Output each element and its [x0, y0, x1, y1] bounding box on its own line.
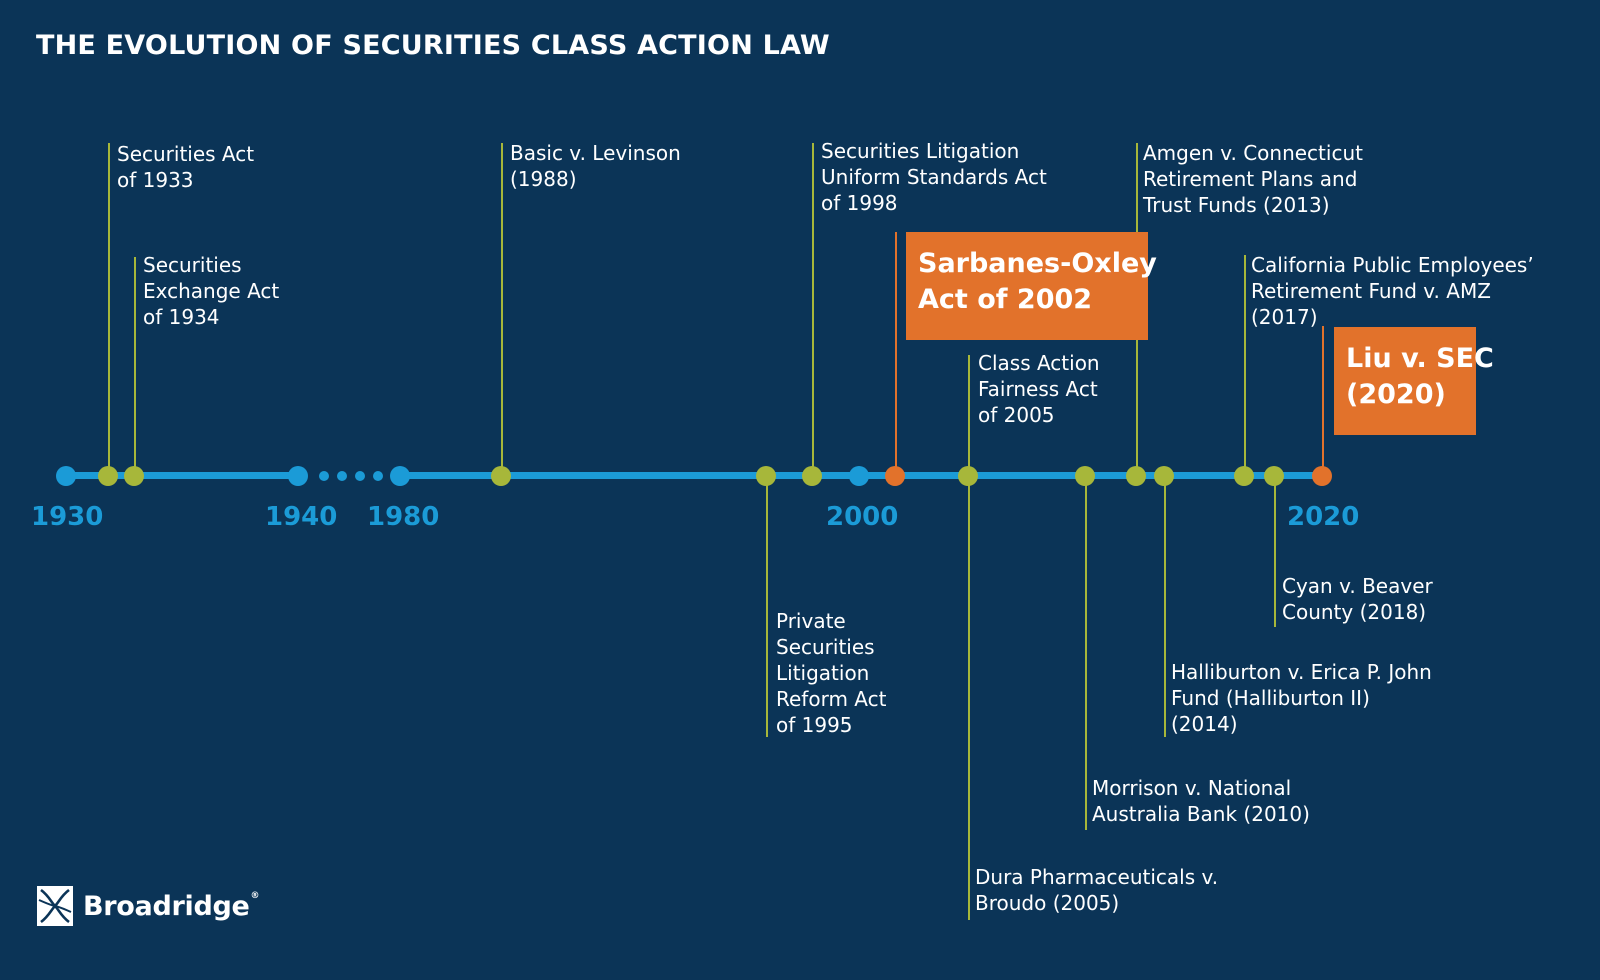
connector-1934 — [134, 257, 136, 475]
connector-1998 — [812, 143, 814, 475]
dot-2000 — [849, 466, 869, 486]
event-morrison-2010: Morrison v. National Australia Bank (201… — [1092, 776, 1310, 826]
connector-1988 — [501, 143, 503, 475]
gap-dot — [355, 471, 365, 481]
connector-2020 — [1322, 326, 1324, 475]
highlight-sarbanes-oxley: Sarbanes-Oxley Act of 2002 — [906, 232, 1157, 340]
dot-2020 — [1312, 466, 1332, 486]
dot-1934 — [124, 466, 144, 486]
gap-dot — [319, 471, 329, 481]
event-amgen-2013: Amgen v. Connecticut Retirement Plans an… — [1143, 141, 1363, 217]
event-securities-exchange-act-1934: Securities Exchange Act of 1934 — [143, 253, 280, 329]
event-cafa-2005: Class Action Fairness Act of 2005 — [978, 351, 1100, 427]
dot-2013 — [1126, 466, 1146, 486]
dot-2005 — [958, 466, 978, 486]
event-securities-act-1933: Securities Act of 1933 — [117, 142, 255, 192]
broadridge-wordmark: Broadridge® — [83, 890, 260, 922]
event-pslra-1995: Private Securities Litigation Reform Act… — [776, 609, 887, 737]
event-slusa-1998: Securities Litigation Uniform Standards … — [821, 139, 1047, 215]
dot-1988 — [491, 466, 511, 486]
connector-1995 — [766, 475, 768, 737]
page-title: THE EVOLUTION OF SECURITIES CLASS ACTION… — [36, 30, 830, 61]
year-label-1930: 1930 — [31, 502, 104, 532]
dot-2010 — [1075, 466, 1095, 486]
connector-2017 — [1244, 255, 1246, 475]
event-cyan-2018: Cyan v. Beaver County (2018) — [1282, 574, 1433, 624]
connector-cafa-2005 — [968, 355, 970, 475]
event-dura-2005: Dura Pharmaceuticals v. Broudo (2005) — [975, 865, 1219, 915]
dot-1995 — [756, 466, 776, 486]
year-label-2000: 2000 — [826, 502, 899, 532]
event-calpers-2017: California Public Employees’ Retirement … — [1251, 253, 1534, 329]
dot-2018 — [1264, 466, 1284, 486]
connector-2002 — [895, 232, 897, 475]
year-label-2020: 2020 — [1287, 502, 1360, 532]
year-label-1980: 1980 — [367, 502, 440, 532]
event-halliburton-2014: Halliburton v. Erica P. John Fund (Halli… — [1171, 660, 1432, 736]
dot-1930 — [56, 466, 76, 486]
timeline-bar-left — [66, 472, 298, 479]
broadridge-mark-icon — [37, 886, 73, 926]
gap-dot — [373, 471, 383, 481]
connector-2010 — [1085, 475, 1087, 830]
connector-2018 — [1274, 475, 1276, 627]
year-label-1940: 1940 — [265, 502, 338, 532]
event-basic-v-levinson: Basic v. Levinson (1988) — [510, 141, 681, 191]
connector-1933 — [108, 143, 110, 475]
dot-2002 — [885, 466, 905, 486]
connector-dura-2005 — [968, 475, 970, 920]
broadridge-logo: Broadridge® — [37, 886, 260, 926]
dot-1980 — [390, 466, 410, 486]
connector-2014 — [1164, 475, 1166, 737]
dot-1998 — [802, 466, 822, 486]
dot-1933 — [98, 466, 118, 486]
dot-2017 — [1234, 466, 1254, 486]
gap-dot — [337, 471, 347, 481]
highlight-liu-v-sec: Liu v. SEC (2020) — [1334, 327, 1494, 435]
dot-2014 — [1154, 466, 1174, 486]
dot-1940 — [288, 466, 308, 486]
